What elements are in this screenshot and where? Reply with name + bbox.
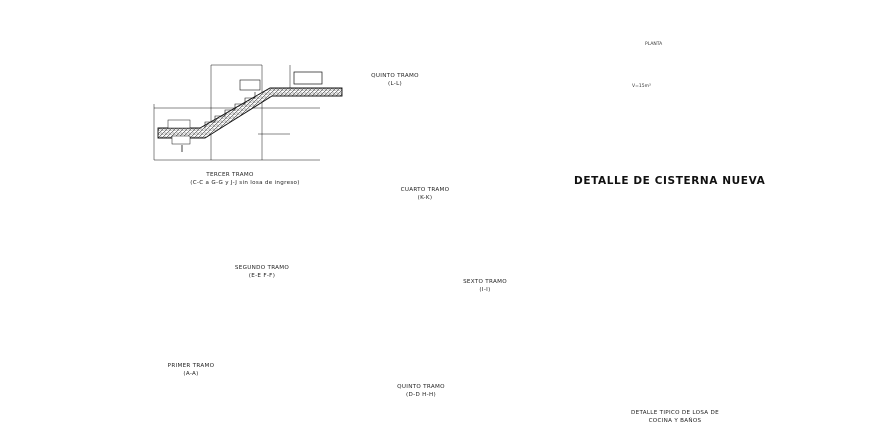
stair-detail-tercer-tramo: [153, 64, 343, 161]
tercer-tramo-subtitle: (C-C a G-G y J-J sin losa de ingreso): [190, 180, 300, 186]
cuarto-tramo-subtitle: (K-K): [417, 195, 433, 201]
quinto-tramo-2-title: QUINTO TRAMO: [397, 384, 445, 390]
slab-caption-line1: DETALLE TIPICO DE LOSA DE: [631, 410, 719, 416]
segundo-tramo-title: SEGUNDO TRAMO: [234, 265, 290, 271]
cistern-plan-label: PLANTA: [645, 42, 663, 47]
primer-tramo-title: PRIMER TRAMO: [167, 363, 215, 369]
primer-tramo-subtitle: (A-A): [183, 371, 199, 377]
quinto-tramo-2-subtitle: (D-D H-H): [406, 392, 436, 398]
sexto-tramo-title: SEXTO TRAMO: [463, 279, 507, 285]
sheet-title: DETALLE DE CISTERNA NUEVA: [574, 175, 766, 187]
slab-caption-line2: COCINA Y BAÑOS: [648, 418, 702, 424]
tercer-tramo-title: TERCER TRAMO: [206, 172, 254, 178]
cistern-volume-label: V=15m³: [632, 84, 651, 89]
quinto-tramo-title: QUINTO TRAMO: [371, 73, 419, 79]
quinto-tramo-subtitle: (L-L): [387, 81, 403, 87]
cuarto-tramo-title: CUARTO TRAMO: [400, 187, 450, 193]
segundo-tramo-subtitle: (E-E F-F): [248, 273, 276, 279]
sexto-tramo-subtitle: (I-I): [479, 287, 491, 293]
